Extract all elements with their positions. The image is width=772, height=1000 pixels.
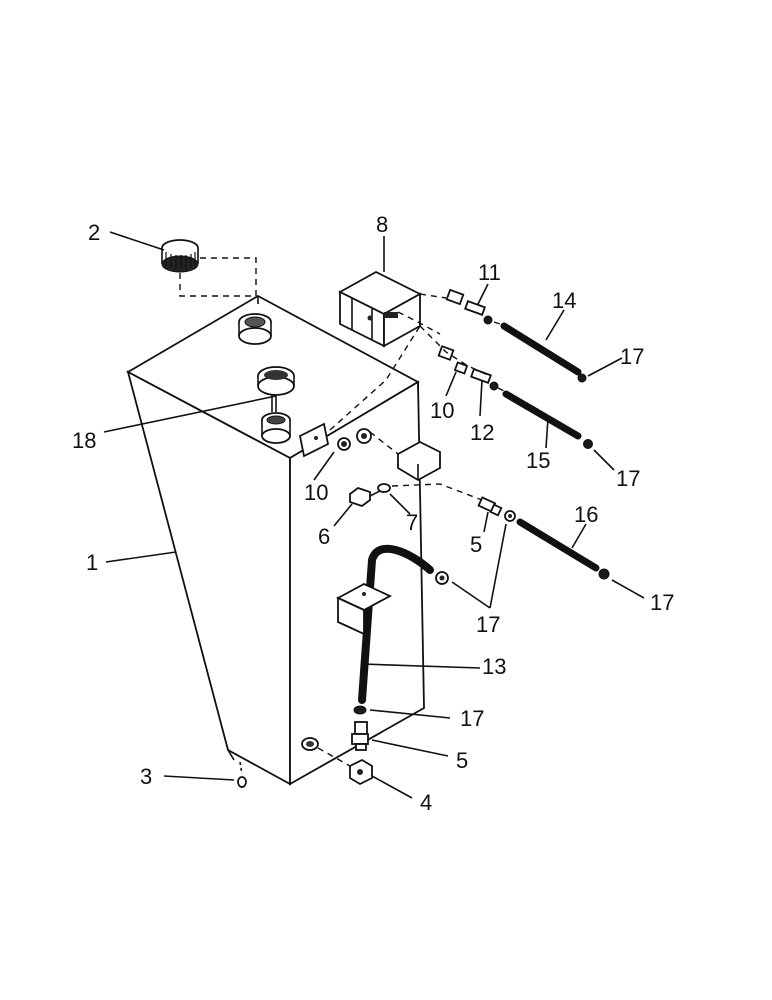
callout-17-a: 17 <box>620 344 644 369</box>
callout-14: 15 <box>526 448 550 473</box>
callout-10: 10 <box>430 398 454 423</box>
callout-1: 1 <box>86 550 98 575</box>
callout-15: 14 <box>552 288 576 313</box>
callout-7: 7 <box>406 510 418 535</box>
callout-5-b: 5 <box>456 748 468 773</box>
hose-15 <box>500 322 587 383</box>
filler-neck <box>238 313 272 345</box>
callout-11: 12 <box>470 420 494 445</box>
callout-17-d: 17 <box>476 612 500 637</box>
callout-17-e: 17 <box>460 706 484 731</box>
bracket-mount <box>298 422 372 458</box>
filler-cap <box>161 239 199 273</box>
callout-5-a: 5 <box>470 532 482 557</box>
callout-17-b: 17 <box>616 466 640 491</box>
callout-8: 8 <box>376 212 388 237</box>
washer-7 <box>377 483 391 493</box>
fitting-5-upper <box>477 496 516 522</box>
callout-labels: 2 8 11 14 17 18 10 12 15 17 10 7 6 5 16 … <box>72 212 674 815</box>
callout-16: 16 <box>574 502 598 527</box>
fitting-top <box>445 288 493 325</box>
callout-4: 4 <box>420 790 432 815</box>
side-bracket <box>397 440 441 482</box>
hose-14 <box>502 390 593 449</box>
callout-3: 3 <box>140 764 152 789</box>
callout-9: 10 <box>304 480 328 505</box>
filter-block <box>338 270 422 348</box>
leader-lines <box>103 231 645 799</box>
suction-hose-13 <box>335 544 449 704</box>
drain-port <box>301 737 319 751</box>
callout-6: 6 <box>318 524 330 549</box>
hose-16 <box>516 518 610 580</box>
lower-fittings <box>349 705 373 786</box>
filter-housing <box>261 412 291 444</box>
callout-12: 11 <box>478 260 501 285</box>
hydraulic-tank <box>126 294 425 786</box>
breather-cap <box>257 366 295 412</box>
callout-13: 13 <box>482 654 506 679</box>
drain-plug <box>237 761 247 788</box>
callout-2: 2 <box>88 220 100 245</box>
callout-18: 18 <box>72 428 96 453</box>
callout-17-c: 17 <box>650 590 674 615</box>
